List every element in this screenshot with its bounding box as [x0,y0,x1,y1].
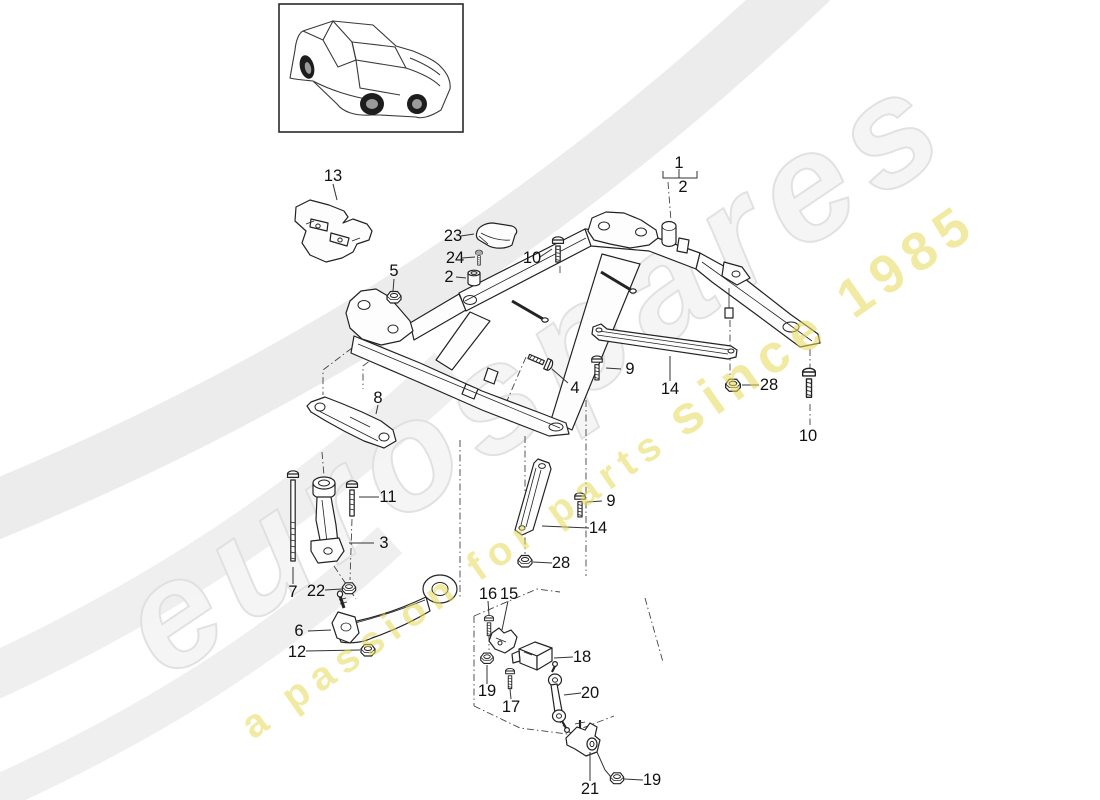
car-thumbnail [278,3,464,133]
callout-28a[interactable]: 28 [759,375,779,394]
callout-28b[interactable]: 28 [551,553,571,572]
callout-3[interactable]: 3 [379,533,389,552]
part-bracket-15 [488,627,518,654]
nut-5 [386,290,402,304]
part-bracket-21 [565,720,601,757]
nut-28-upper [725,378,741,392]
callout-19a[interactable]: 19 [477,681,497,700]
bolt-11 [345,480,359,517]
callout-10a[interactable]: 10 [522,248,542,267]
callout-16[interactable]: 16 [478,584,498,603]
callout-14b[interactable]: 14 [588,518,608,537]
car-icon [289,20,451,119]
nut-12 [360,643,376,657]
part-pad-23 [475,222,518,249]
nut-19-left [480,652,494,664]
callout-6[interactable]: 6 [294,621,304,640]
callout-4[interactable]: 4 [570,378,580,397]
callout-22[interactable]: 22 [306,581,326,600]
callout-8[interactable]: 8 [373,388,383,407]
callout-5[interactable]: 5 [389,261,399,280]
bolt-4 [525,350,555,372]
callout-23[interactable]: 23 [443,226,463,245]
bolt-17 [505,667,515,690]
callout-18[interactable]: 18 [572,647,592,666]
bolt-9-lower [574,492,586,518]
callout-10b[interactable]: 10 [798,426,818,445]
screw-24 [475,249,483,266]
part-mount-3 [310,476,345,564]
part-link-20 [547,660,570,733]
nut-28-lower [517,554,533,568]
nut-19-right [609,772,625,785]
part-heat-shield [294,199,373,263]
callout-9b[interactable]: 9 [606,491,616,510]
callout-12[interactable]: 12 [287,642,307,661]
callout-7[interactable]: 7 [288,582,298,601]
callout-19b[interactable]: 19 [642,770,662,789]
callout-1[interactable]: 1 [674,153,684,172]
part-bracket-8 [306,396,397,449]
callout-17[interactable]: 17 [501,697,521,716]
callout-9a[interactable]: 9 [625,359,635,378]
callout-24[interactable]: 24 [445,248,465,267]
callout-15[interactable]: 15 [499,584,519,603]
leader-lines [292,183,759,781]
part-bushing-2 [467,269,481,287]
part-arm-6 [331,574,458,644]
nut-22 [341,582,357,595]
callout-14a[interactable]: 14 [660,379,680,398]
callout-2-assembly[interactable]: 2 [678,177,688,196]
part-bar-14-upper [591,323,738,360]
callout-13[interactable]: 13 [323,166,343,185]
callout-11[interactable]: 11 [379,487,397,506]
part-sensor-18 [511,641,553,671]
callout-2b[interactable]: 2 [444,267,454,286]
assembly-bracket [662,169,698,179]
bolt-7 [286,470,300,562]
callout-21[interactable]: 21 [580,779,600,798]
part-cross-member [345,211,821,437]
part-bar-14-lower [514,458,552,536]
bolt-10-right [801,367,817,398]
callout-20[interactable]: 20 [580,683,600,702]
